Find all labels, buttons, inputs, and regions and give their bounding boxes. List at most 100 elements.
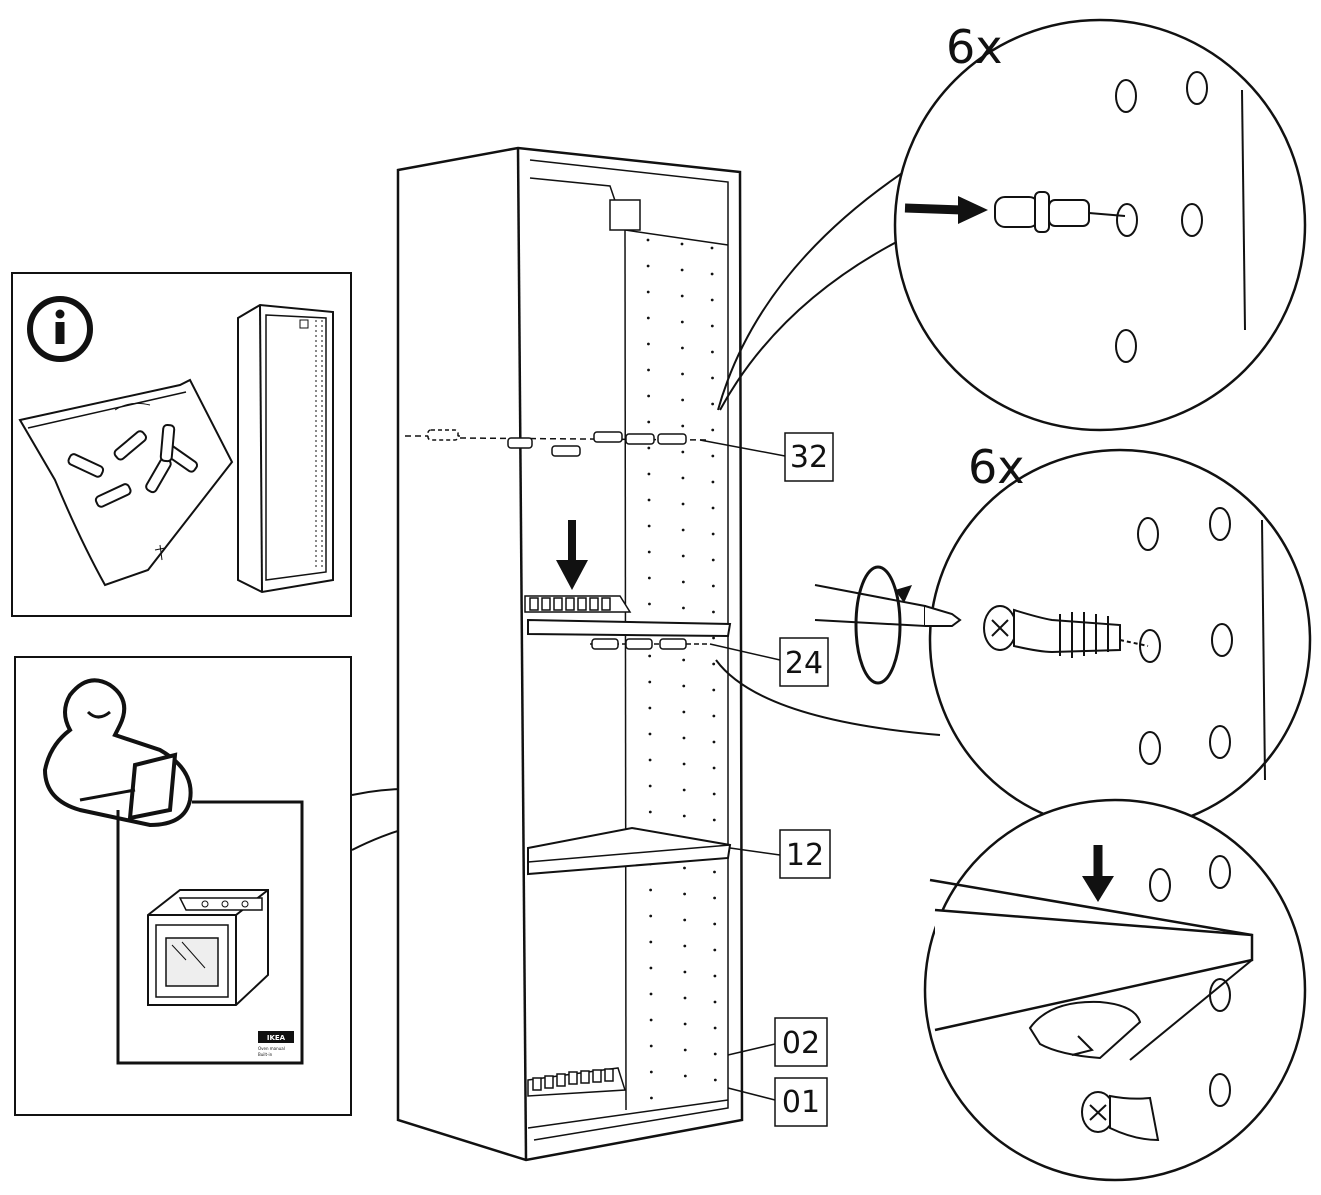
label-02-text: 02: [782, 1026, 820, 1061]
shelf-fitted: [527, 826, 732, 876]
label-01: 01: [727, 1077, 828, 1127]
shelf-hole: [648, 784, 652, 788]
shelf-hole: [647, 394, 651, 398]
shelf-hole: [683, 996, 687, 1000]
cabinet-front-edge: [516, 147, 528, 1161]
down-arrow-head: [556, 560, 588, 590]
multiplier-top: 6x: [946, 20, 1003, 74]
shelf-hole: [648, 732, 652, 736]
shelf-hole: [681, 372, 684, 376]
shelf-hole: [683, 944, 687, 948]
shelf-hole: [649, 1044, 653, 1048]
detail-dowel-circle: [893, 18, 1307, 432]
shelf-hole: [648, 602, 651, 606]
shelf-hole: [680, 268, 684, 272]
shelf-hole: [710, 246, 714, 250]
shelf-hole: [682, 814, 686, 818]
shelf-hole: [710, 298, 714, 302]
shelf-hole: [649, 992, 653, 996]
shelf-hole: [712, 636, 715, 640]
fittings-bag-icon: [18, 378, 234, 587]
shelf-hole: [681, 528, 685, 532]
shelf-hole: [646, 316, 650, 320]
shelf-hole: [648, 810, 652, 814]
shelf-hole: [711, 506, 715, 510]
shelf-hole: [711, 376, 714, 380]
shelf-hole: [649, 1018, 653, 1022]
label-12-text: 12: [786, 838, 824, 873]
shelf-hole: [647, 524, 651, 528]
shelf-hole: [648, 654, 652, 658]
shelf-hole: [647, 342, 650, 346]
shelf-hole: [681, 424, 685, 428]
shelf-hole: [712, 740, 716, 744]
shelf-hole: [712, 714, 716, 718]
person-reading-icon: [42, 678, 193, 828]
shelf-hole: [713, 1078, 717, 1082]
cabinet-body: [396, 146, 744, 1162]
shelf-hole: [649, 966, 653, 970]
shelf-hole: [713, 896, 716, 900]
shelf-hole: [647, 472, 651, 476]
shelf-hole: [647, 498, 651, 502]
shelf-hole: [681, 502, 685, 506]
dowel-icon: [994, 191, 1126, 233]
shelf-hole: [711, 584, 715, 588]
detail-dowel: 6x: [717, 18, 1307, 432]
shelf-hole: [681, 346, 684, 350]
shelf-hole: [711, 350, 714, 354]
shelf-hole: [712, 688, 716, 692]
shelf-hole: [713, 1052, 717, 1056]
small-cabinet-icon: [237, 303, 334, 594]
shelf-hole: [711, 428, 715, 432]
shelf-hole: [681, 580, 685, 584]
label-32-text: 32: [790, 440, 828, 475]
shelf-hole: [646, 290, 650, 294]
label-24-text: 24: [785, 646, 823, 681]
shelf-hole: [683, 970, 687, 974]
push-arrow: [958, 196, 988, 224]
shelf-hole: [711, 402, 715, 406]
shelf-hole: [713, 922, 717, 926]
detail-cam-screw: 6x: [715, 440, 1312, 832]
shelf-hole: [683, 1074, 687, 1078]
shelf-hole: [681, 554, 685, 558]
label-32: 32: [699, 432, 834, 482]
shelf-hole: [682, 606, 685, 610]
shelf-hole: [712, 610, 715, 614]
shelf-hole: [649, 888, 652, 892]
shelf-upper: [527, 618, 732, 638]
shelf-hole: [681, 476, 685, 480]
shelf-hole: [649, 914, 653, 918]
shelf-hole: [647, 420, 651, 424]
shelf-hole: [682, 762, 686, 766]
shelf-hole: [680, 320, 684, 324]
shelf-hole: [648, 706, 652, 710]
shelf-hole: [682, 788, 686, 792]
shelf-hole: [713, 1000, 717, 1004]
label-01-text: 01: [782, 1085, 820, 1120]
rotate-arrow: [854, 565, 902, 685]
shelf-hole: [648, 680, 652, 684]
shelf-hole: [710, 324, 714, 328]
shelf-hole: [648, 758, 652, 762]
shelf-hole: [646, 264, 650, 268]
shelf-hole: [649, 1070, 653, 1074]
shelf-hole: [683, 1022, 687, 1026]
shelf-hole: [710, 272, 714, 276]
shelf-hole: [647, 576, 651, 580]
shelf-hole: [647, 368, 650, 372]
shelf-hole: [712, 818, 716, 822]
shelf-hole: [713, 870, 716, 874]
logo-text: IKEA: [267, 1034, 286, 1042]
shelf-hole: [683, 918, 687, 922]
shelf-hole: [649, 940, 653, 944]
multiplier-middle: 6x: [968, 440, 1025, 494]
shelf-hole: [711, 532, 715, 536]
shelf-hole: [712, 766, 716, 770]
shelf-hole: [712, 792, 716, 796]
shelf-hole: [681, 398, 685, 402]
shelf-hole: [682, 710, 686, 714]
